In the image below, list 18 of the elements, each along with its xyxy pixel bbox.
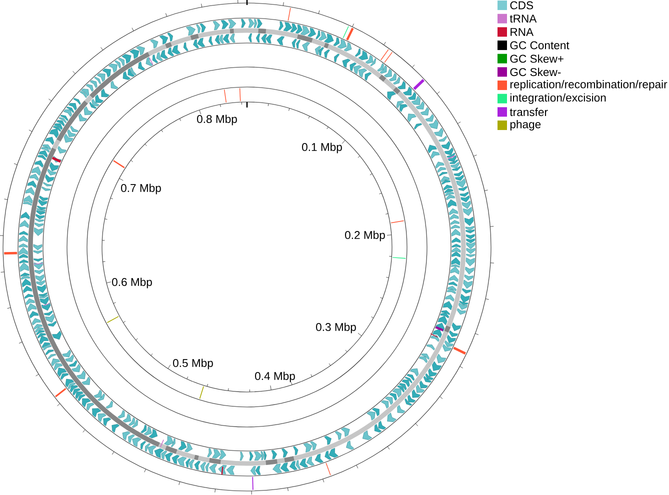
legend-label: GC Content <box>510 41 570 50</box>
legend-label: CDS <box>510 1 534 10</box>
legend-label: tRNA <box>510 14 537 23</box>
legend-label: phage <box>510 120 541 131</box>
legend-label: transfer <box>510 108 548 116</box>
scale-label: 0.1 Mbp <box>302 142 342 154</box>
scale-label: 0.2 Mbp <box>345 230 385 242</box>
legend-label: GC Skew- <box>510 68 561 76</box>
scale-label: 0.7 Mbp <box>121 184 161 194</box>
scale-label: 0.8 Mbp <box>197 114 237 126</box>
legend-label: GC Skew+ <box>510 54 564 63</box>
scale-label: 0.4 Mbp <box>255 372 295 382</box>
legend-label: replication/recombination/repair <box>510 80 668 91</box>
legend-label: integration/excision <box>510 93 606 104</box>
legend-label: RNA <box>510 28 534 36</box>
scale-label: 0.3 Mbp <box>316 322 356 334</box>
scale-label: 0.5 Mbp <box>173 358 213 370</box>
scale-label: 0.6 Mbp <box>112 278 152 288</box>
